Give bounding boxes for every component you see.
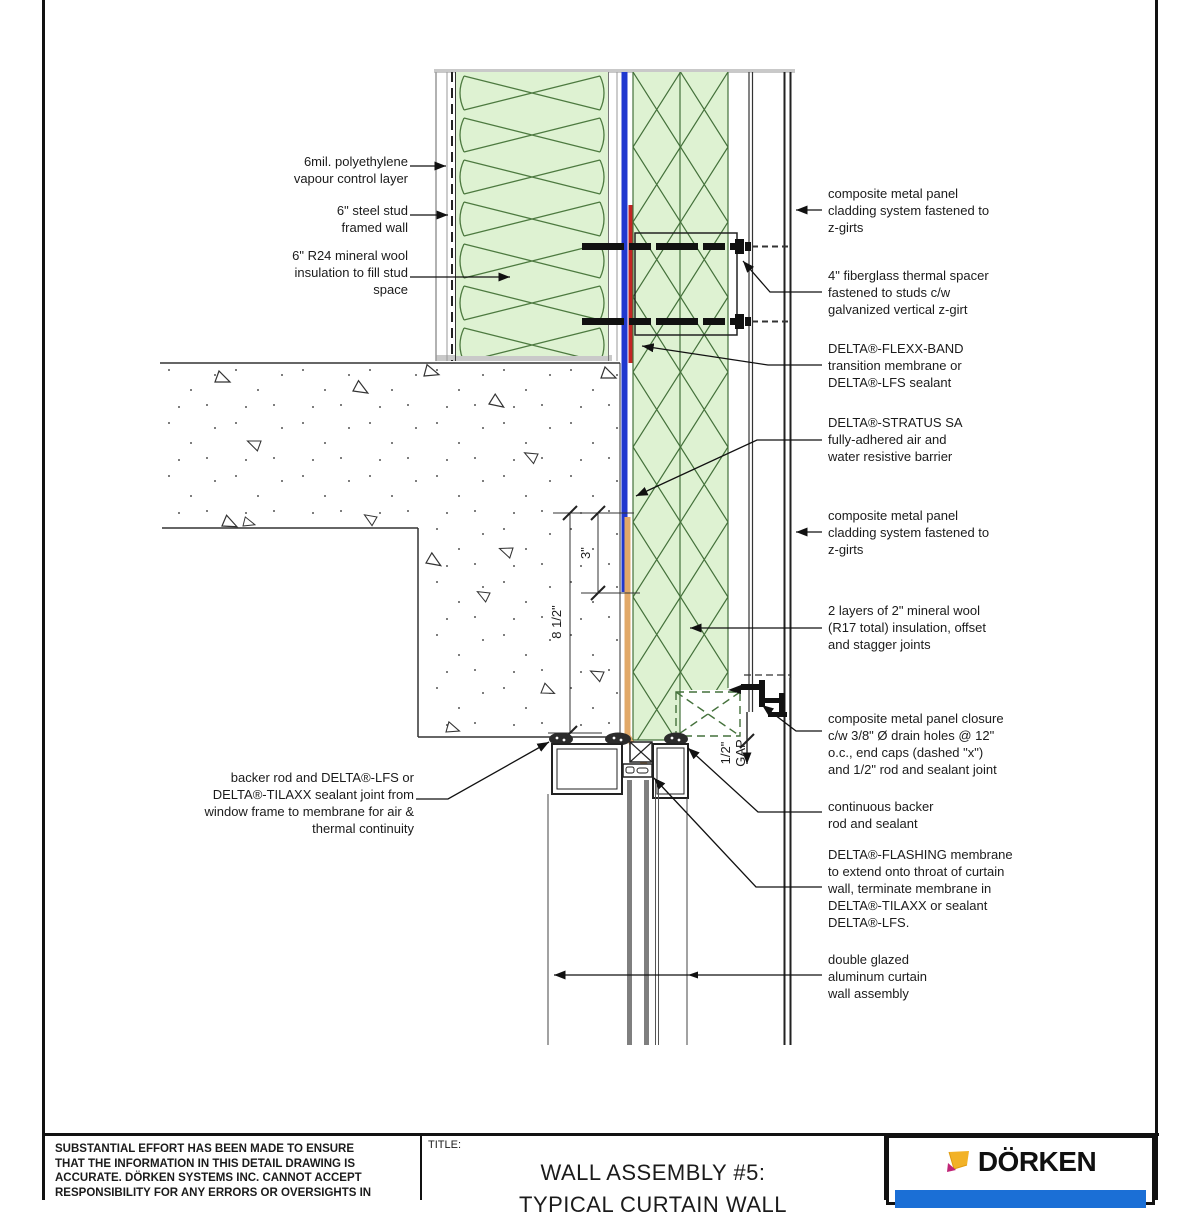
callout-flexx: DELTA®-FLEXX-BAND transition membrane or… bbox=[828, 341, 964, 390]
panel-closure-endcap-dashed bbox=[675, 691, 741, 737]
gap-dimension-arrow bbox=[739, 712, 755, 764]
detail-drawing bbox=[160, 69, 822, 1045]
callout-panel-top: composite metal panel cladding system fa… bbox=[828, 186, 990, 235]
glazing-unit bbox=[627, 780, 659, 1045]
z-girt-line bbox=[748, 72, 754, 712]
concrete-slab bbox=[160, 362, 621, 738]
callout-stud: 6" steel stud framed wall bbox=[336, 203, 408, 235]
sheet-border-left bbox=[42, 0, 45, 1200]
callout-glazing: double glazed aluminum curtain wall asse… bbox=[828, 952, 927, 1001]
callout-batt: 6" R24 mineral wool insulation to fill s… bbox=[292, 248, 408, 297]
fastener-top bbox=[582, 239, 788, 254]
title-block-divider-1 bbox=[420, 1133, 422, 1200]
dorken-logo-text: DÖRKEN bbox=[977, 1146, 1097, 1177]
dimension-3in: 3" bbox=[577, 547, 593, 559]
title-block-divider-2 bbox=[884, 1133, 886, 1200]
callout-backer-joint: backer rod and DELTA®-LFS or DELTA®-TILA… bbox=[204, 770, 414, 836]
panel-closure-profile bbox=[728, 674, 791, 720]
callout-closure: composite metal panel closure c/w 3/8" Ø… bbox=[828, 711, 1004, 777]
dimension-lines bbox=[548, 505, 640, 741]
dorken-logo-icon bbox=[945, 1149, 971, 1175]
callout-flashing: DELTA®-FLASHING membrane to extend onto … bbox=[828, 847, 1013, 930]
composite-metal-panel bbox=[783, 72, 792, 1045]
logo-cell: DÖRKEN bbox=[886, 1135, 1155, 1208]
title-block-top-line bbox=[43, 1133, 1159, 1136]
callout-panel-mid: composite metal panel cladding system fa… bbox=[828, 508, 990, 557]
flashing-membrane-line bbox=[624, 517, 631, 739]
callout-spacer: 4" fiberglass thermal spacer fastened to… bbox=[828, 268, 989, 317]
sheet-title-line2: TYPICAL CURTAIN WALL bbox=[519, 1192, 787, 1217]
dimension-gap: 1/2" GAP bbox=[718, 739, 748, 767]
sheet-title-line1: WALL ASSEMBLY #5: bbox=[540, 1160, 766, 1185]
disclaimer-text: SUBSTANTIAL EFFORT HAS BEEN MADE TO ENSU… bbox=[55, 1143, 372, 1199]
curtain-wall-head bbox=[547, 732, 689, 1045]
sealant-blobs bbox=[549, 732, 688, 746]
callout-mwool2: 2 layers of 2" mineral wool (R17 total) … bbox=[828, 603, 987, 652]
callout-stratus: DELTA®-STRATUS SA fully-adhered air and … bbox=[828, 415, 963, 464]
steel-stud-wall bbox=[434, 69, 795, 361]
exterior-mineral-wool bbox=[632, 72, 729, 741]
callout-poly: 6mil. polyethylene vapour control layer bbox=[293, 154, 408, 186]
sheet-border-right bbox=[1155, 0, 1158, 1200]
callout-backer: continuous backer rod and sealant bbox=[828, 799, 934, 831]
dimension-8half: 8 1/2" bbox=[548, 605, 564, 639]
thermal-spacer-bracket bbox=[582, 232, 788, 336]
brand-blue-bar bbox=[895, 1190, 1146, 1208]
leader-lines bbox=[410, 161, 822, 980]
title-label: TITLE: bbox=[428, 1139, 462, 1151]
stratus-air-barrier-line bbox=[621, 72, 628, 592]
fastener-bottom bbox=[582, 314, 788, 329]
flexx-band-line bbox=[628, 205, 634, 363]
